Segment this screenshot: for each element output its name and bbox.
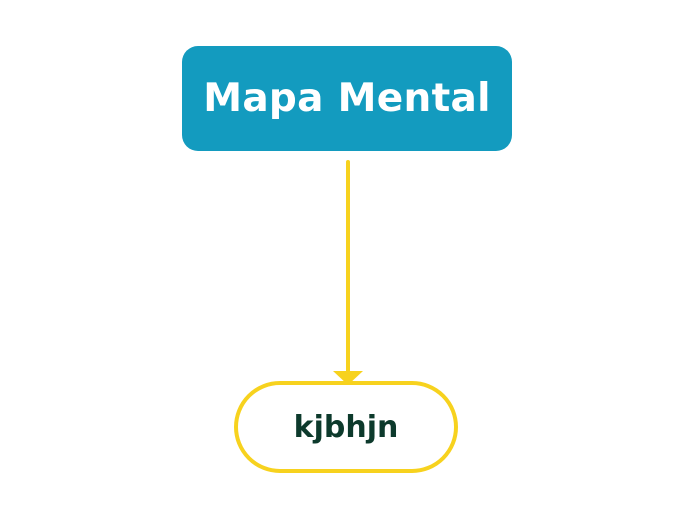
- connector-arrowhead: [333, 371, 363, 385]
- root-node-label: Mapa Mental: [203, 76, 491, 121]
- child-node[interactable]: kjbhjn: [234, 381, 458, 473]
- root-node[interactable]: Mapa Mental: [182, 46, 512, 151]
- child-node-label: kjbhjn: [293, 409, 399, 445]
